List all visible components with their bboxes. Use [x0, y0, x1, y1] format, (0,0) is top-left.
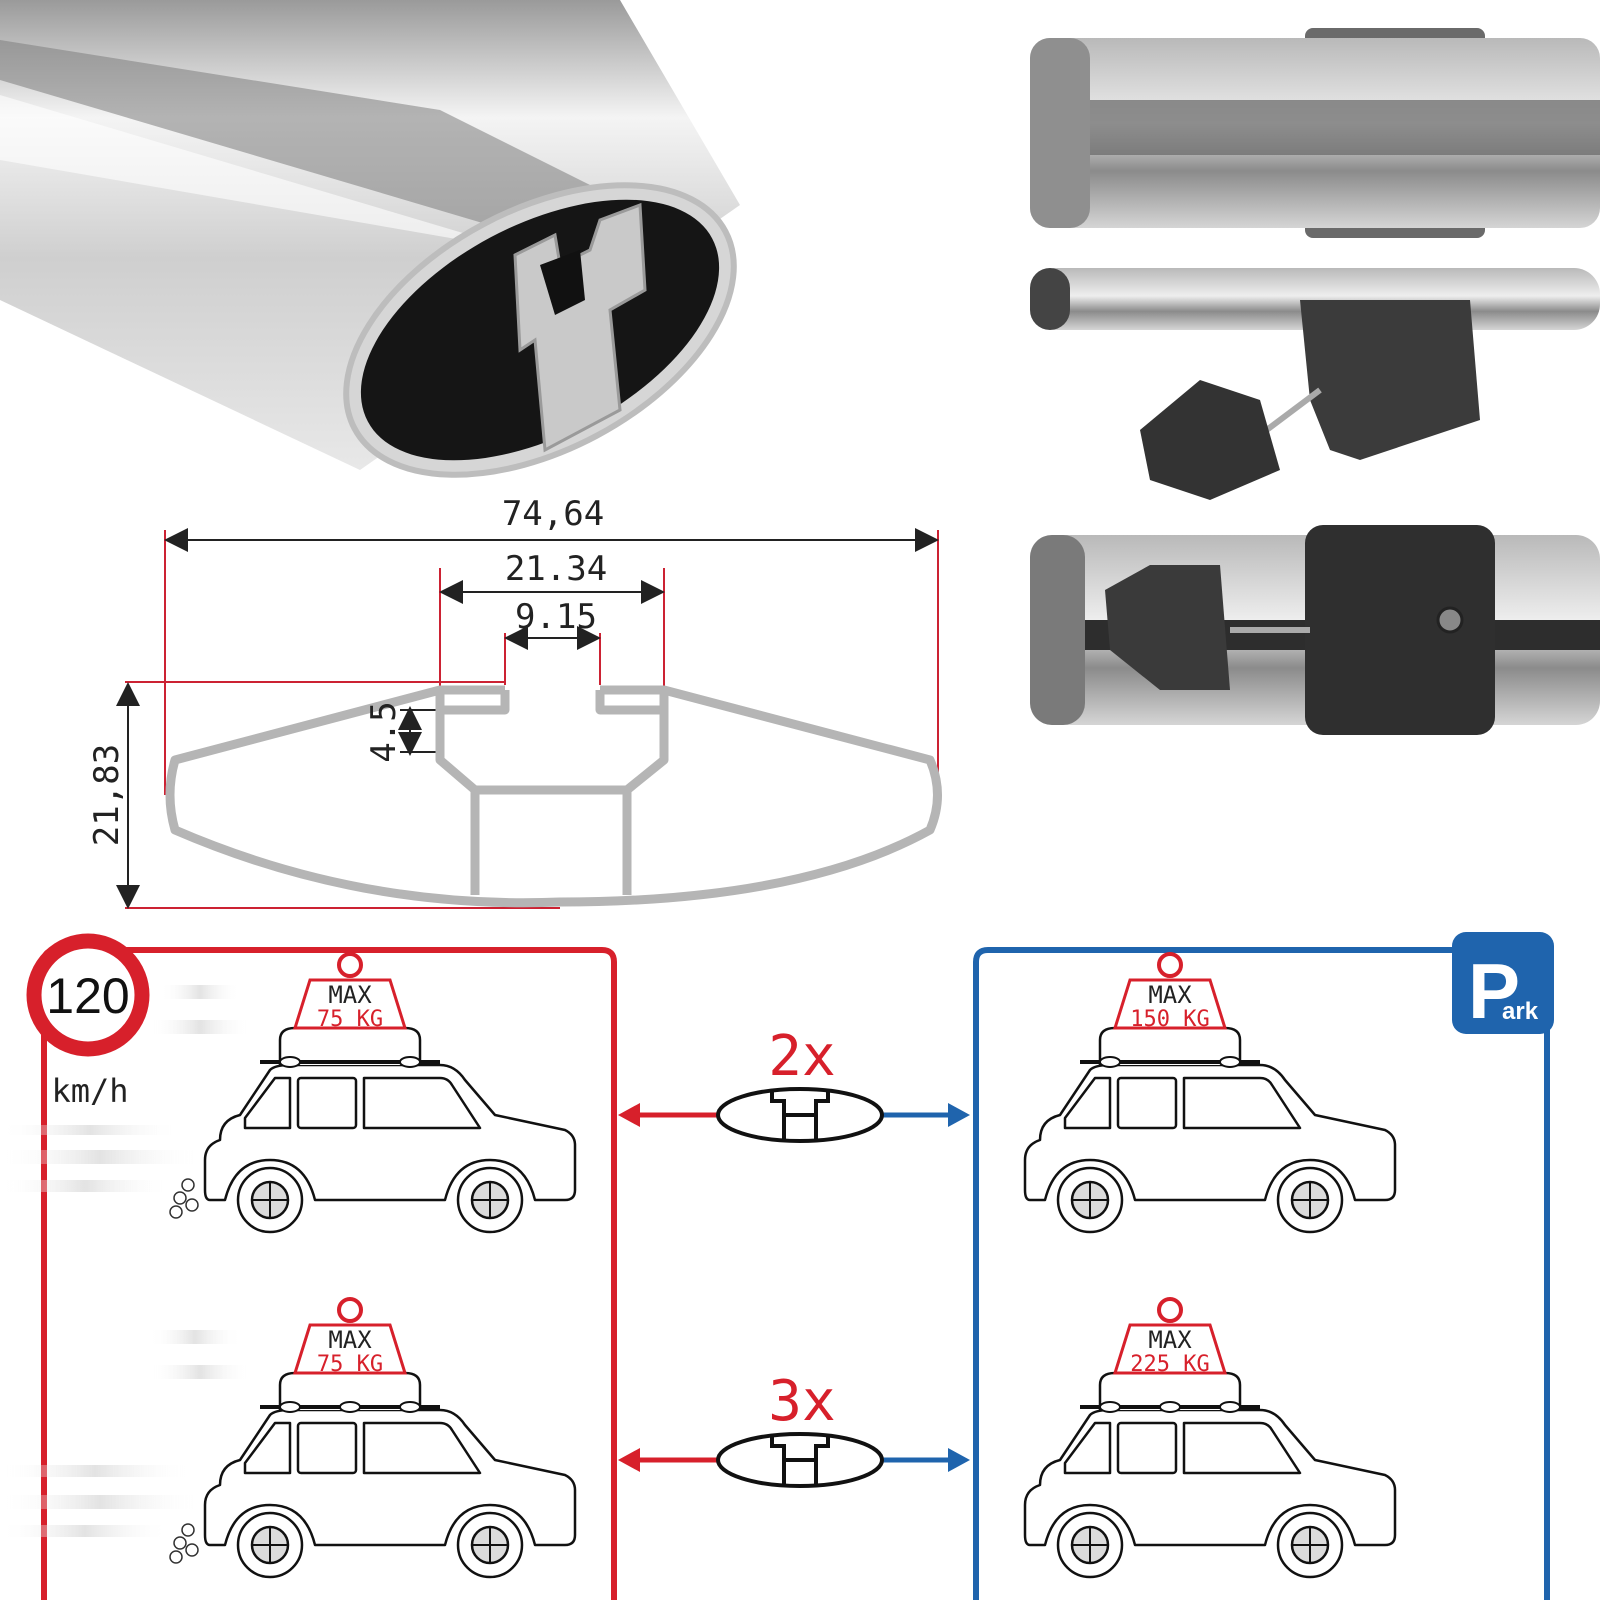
speed-value: 120	[46, 968, 129, 1024]
max-label: MAX	[1148, 981, 1192, 1009]
dim-total-height: 21,83	[87, 744, 127, 846]
speed-blur-streaks	[0, 985, 250, 1537]
connectors-layer: 2x 3x	[618, 1024, 970, 1488]
profile-technical-drawing: 74,64 21.34 9.15 4.5 21,83	[87, 494, 942, 909]
bar-photo-section	[0, 0, 740, 478]
max-weight-value: 150 KG	[1130, 1007, 1209, 1032]
speed-unit: km/h	[51, 1072, 128, 1110]
max-weight-value: 225 KG	[1130, 1352, 1209, 1377]
parking-letter: P	[1468, 947, 1520, 1035]
max-label: MAX	[1148, 1326, 1192, 1354]
max-weight-value: 75 KG	[317, 1007, 383, 1032]
speed-limit-sign: 120 km/h	[26, 933, 150, 1110]
parking-sign: P ark	[1452, 932, 1554, 1035]
dim-slot-outer-width: 21.34	[505, 549, 607, 589]
max-label: MAX	[328, 1326, 372, 1354]
dim-slot-inner-width: 9.15	[515, 597, 597, 637]
bar-multiplier: 2x	[768, 1024, 835, 1089]
bar-end-photo	[1030, 28, 1600, 238]
dim-slot-depth: 4.5	[364, 701, 404, 762]
load-connector-row-2: 3x	[618, 1369, 970, 1488]
foot-clamp-photo	[1030, 268, 1600, 500]
bar-multiplier: 3x	[768, 1369, 835, 1434]
clamp-detail-photo	[1030, 525, 1600, 735]
dim-total-width: 74,64	[502, 494, 604, 534]
parked-panel-frame	[973, 947, 1550, 1600]
load-connector-row-1: 2x	[618, 1024, 970, 1143]
parking-text: ark	[1502, 998, 1539, 1025]
max-weight-value: 75 KG	[317, 1352, 383, 1377]
max-label: MAX	[328, 981, 372, 1009]
